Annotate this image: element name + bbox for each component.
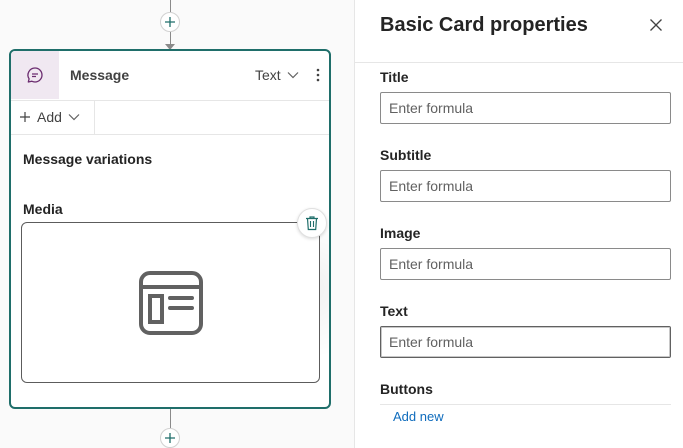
connector-line [170,409,171,428]
more-vertical-icon [316,68,320,82]
add-node-button[interactable] [160,428,180,448]
media-card-preview[interactable] [21,222,320,383]
delete-media-button[interactable] [297,208,327,238]
text-formula-input[interactable] [380,326,671,358]
chevron-down-icon [287,72,299,79]
flow-canvas: Message Text Add [9,0,331,448]
buttons-label: Buttons [380,381,433,397]
plus-icon [20,112,30,122]
subtitle-formula-input[interactable] [380,170,671,202]
message-type-dropdown[interactable]: Text [255,67,299,83]
connector-line [170,0,171,12]
title-formula-input[interactable] [380,92,671,124]
panel-divider [355,62,683,63]
image-formula-input[interactable] [380,248,671,280]
message-node[interactable]: Message Text Add [9,49,331,409]
trash-icon [306,216,318,231]
close-icon [650,19,662,31]
node-header: Message Text [11,51,329,101]
message-variations-label: Message variations [23,151,153,167]
text-field-label: Text [380,303,408,319]
properties-panel: Basic Card properties Title Subtitle Ima… [354,0,683,448]
message-type-label: Text [255,67,281,83]
more-options-button[interactable] [311,65,325,85]
plus-icon [165,17,175,27]
toolbar-divider [94,100,95,134]
media-label: Media [23,201,63,217]
add-new-button-link[interactable]: Add new [393,409,444,424]
title-field-label: Title [380,69,409,85]
basic-card-icon [138,270,203,335]
connector-line [170,32,171,46]
close-panel-button[interactable] [645,14,667,36]
message-icon-box [11,51,59,99]
panel-title: Basic Card properties [380,14,588,36]
add-node-button[interactable] [160,12,180,32]
image-field-label: Image [380,225,421,241]
chevron-down-icon [68,114,80,121]
node-title: Message [70,67,130,83]
connector-arrow [165,44,175,50]
chat-bubble-icon [27,67,43,83]
subtitle-field-label: Subtitle [380,147,432,163]
node-toolbar: Add [11,100,329,135]
buttons-divider [380,404,671,405]
plus-icon [165,433,175,443]
add-content-button[interactable]: Add [19,106,86,128]
add-content-label: Add [37,109,62,125]
